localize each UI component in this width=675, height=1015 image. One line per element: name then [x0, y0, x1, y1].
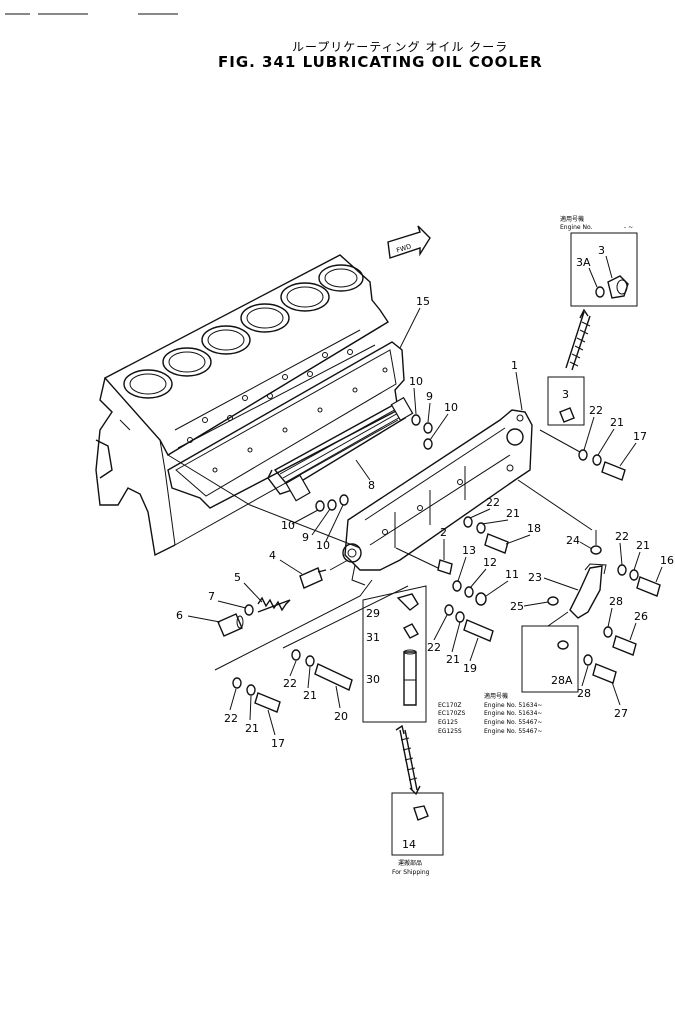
- title-japanese: ループリケーティング オイル クーラ: [292, 40, 508, 54]
- callout-23: 23: [528, 571, 542, 584]
- shipping-caption-jp: 運搬部品: [398, 859, 422, 867]
- callout-3: 3: [562, 388, 569, 401]
- callout-21f: 21: [245, 722, 259, 735]
- callout-9b: 9: [302, 531, 309, 544]
- callout-3a-inset: 3A: [576, 256, 591, 269]
- callout-28a-num: 28: [609, 595, 623, 608]
- plug-3-box: 3: [547, 376, 585, 426]
- callout-7: 7: [208, 590, 215, 603]
- callout-22f: 22: [224, 712, 238, 725]
- title-english: FIG. 341 LUBRICATING OIL COOLER: [218, 53, 543, 71]
- callout-24: 24: [566, 534, 580, 547]
- callout-10b: 10: [444, 401, 458, 414]
- callout-12: 12: [483, 556, 497, 569]
- inset-29: 29 31 30: [362, 585, 427, 723]
- inset-top-header-range: - ~: [624, 224, 633, 231]
- pipe-23: [517, 479, 661, 684]
- callout-2: 2: [440, 526, 447, 539]
- callout-22a: 22: [589, 404, 603, 417]
- inset-top-header-en: Engine No.: [560, 224, 593, 231]
- callout-13: 13: [462, 544, 476, 557]
- callout-11: 11: [505, 568, 519, 581]
- callout-28a: 28A: [551, 674, 573, 687]
- callout-17b: 17: [271, 737, 285, 750]
- row-3-engine: Engine No. 55467~: [484, 728, 542, 735]
- callout-18: 18: [527, 522, 541, 535]
- inset-top-header-jp: 適用号機: [560, 215, 584, 223]
- callout-25: 25: [510, 600, 524, 613]
- connector-lines: [167, 454, 409, 671]
- callout-20: 20: [334, 710, 348, 723]
- hw-row-top: [539, 429, 626, 481]
- hw-row-middle: [395, 516, 509, 606]
- fwd-arrow: FWD: [387, 225, 431, 259]
- callout-15: 15: [416, 295, 430, 308]
- callout-10a: 10: [409, 375, 423, 388]
- callout-8: 8: [368, 479, 375, 492]
- row-2-engine: Engine No. 55467~: [484, 719, 542, 726]
- callout-29: 29: [366, 607, 380, 620]
- callout-6: 6: [176, 609, 183, 622]
- callout-28b: 28: [577, 687, 591, 700]
- callout-31: 31: [366, 631, 380, 644]
- gasket-15: [167, 341, 405, 509]
- callout-10d: 10: [316, 539, 330, 552]
- inset-top: 適用号機 Engine No. - ~ 3 3A: [560, 215, 638, 307]
- callout-16: 16: [660, 554, 674, 567]
- row-0-engine: Engine No. 51634~: [484, 702, 542, 709]
- row-3-model: EG125S: [438, 728, 462, 735]
- callout-1: 1: [511, 359, 518, 372]
- callout-3-inset: 3: [598, 244, 605, 257]
- callout-21d: 21: [446, 653, 460, 666]
- applicability-header-jp: 適用号機: [484, 692, 508, 700]
- applicability-table: 適用号機 EC170Z Engine No. 51634~ EC170ZS En…: [438, 692, 542, 735]
- callout-22b: 22: [486, 496, 500, 509]
- inset-shipping: 14 運搬部品 For Shipping: [391, 792, 444, 876]
- callout-22c: 22: [615, 530, 629, 543]
- callout-22d: 22: [427, 641, 441, 654]
- valve-parts: [217, 559, 349, 637]
- callout-14: 14: [402, 838, 416, 851]
- callout-19: 19: [463, 662, 477, 675]
- engine-block: [95, 254, 399, 557]
- cooler-core-8: [267, 396, 414, 502]
- callout-21e: 21: [303, 689, 317, 702]
- row-2-model: EG125: [438, 719, 458, 726]
- callout-10c: 10: [281, 519, 295, 532]
- callout-17a: 17: [633, 430, 647, 443]
- inset-top-frame: [570, 232, 638, 307]
- twist-arrow-bottom: [395, 724, 421, 796]
- callout-22e: 22: [283, 677, 297, 690]
- inset-28a: 28A: [521, 611, 579, 693]
- callout-21b: 21: [506, 507, 520, 520]
- callout-21c: 21: [636, 539, 650, 552]
- callout-21a: 21: [610, 416, 624, 429]
- cooler-cover-1: [342, 409, 533, 586]
- callout-5: 5: [234, 571, 241, 584]
- callout-4: 4: [269, 549, 276, 562]
- orings-upper: [315, 414, 433, 512]
- shipping-caption-en: For Shipping: [392, 869, 430, 876]
- callout-30: 30: [366, 673, 380, 686]
- callout-27: 27: [614, 707, 628, 720]
- callouts: 15 1 22 21 17 10 9 10 8 10 9 10 22 21 18…: [176, 295, 674, 750]
- row-1-model: EC170ZS: [438, 710, 466, 717]
- row-0-model: EC170Z: [438, 702, 462, 709]
- twist-arrow-top: [565, 308, 591, 371]
- callout-9a: 9: [426, 390, 433, 403]
- callout-26: 26: [634, 610, 648, 623]
- row-1-engine: Engine No. 51634~: [484, 710, 542, 717]
